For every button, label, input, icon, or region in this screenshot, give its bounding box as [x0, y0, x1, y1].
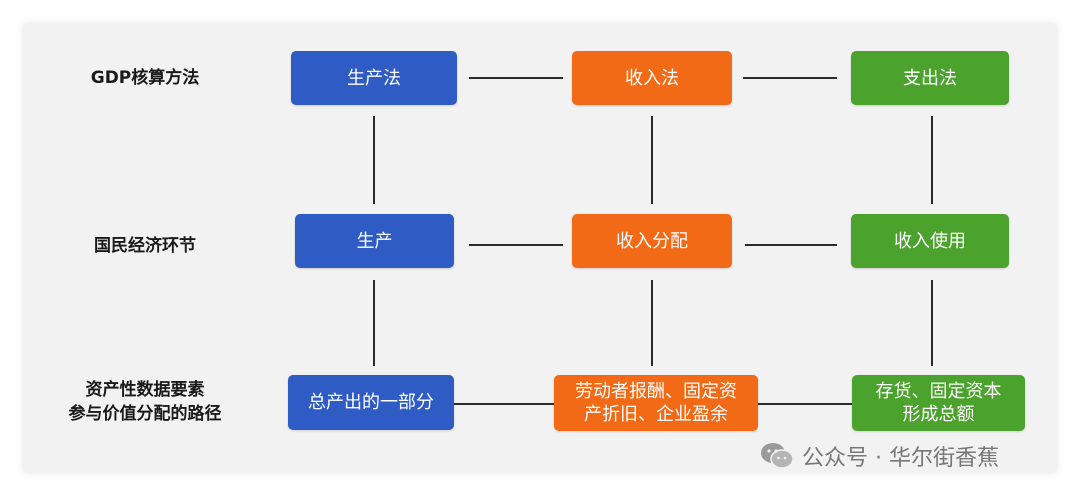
- connector-line: [743, 77, 837, 79]
- connector-line: [373, 116, 375, 204]
- row-label-factor-paths: 资产性数据要素 参与价值分配的路径: [68, 380, 222, 424]
- connector-line: [931, 116, 933, 204]
- path-production-box: 总产出的一部分: [288, 375, 454, 430]
- stage-production-box: 生产: [295, 214, 454, 268]
- connector-line: [931, 280, 933, 366]
- connector-line: [758, 403, 852, 405]
- path-use-box: 存货、固定资本 形成总额: [852, 375, 1025, 431]
- path-distribution-box: 劳动者报酬、固定资 产折旧、企业盈余: [554, 375, 758, 431]
- connector-line: [469, 77, 563, 79]
- connector-line: [373, 280, 375, 366]
- method-expenditure-box: 支出法: [851, 51, 1009, 105]
- stage-use-box: 收入使用: [851, 214, 1009, 268]
- watermark-text: 公众号 · 华尔街香蕉: [802, 446, 999, 471]
- connector-line: [651, 280, 653, 366]
- connector-line: [454, 403, 554, 405]
- method-income-box: 收入法: [572, 51, 732, 105]
- connector-line: [469, 244, 563, 246]
- connector-line: [745, 244, 837, 246]
- wechat-icon: [761, 443, 794, 469]
- row-label-economic-stages: 国民经济环节: [94, 236, 196, 256]
- watermark: 公众号 · 华尔街香蕉: [760, 436, 999, 476]
- stage-distribution-box: 收入分配: [572, 214, 732, 268]
- row-label-gdp-methods: GDP核算方法: [90, 68, 200, 88]
- connector-line: [651, 116, 653, 204]
- method-production-box: 生产法: [291, 51, 457, 105]
